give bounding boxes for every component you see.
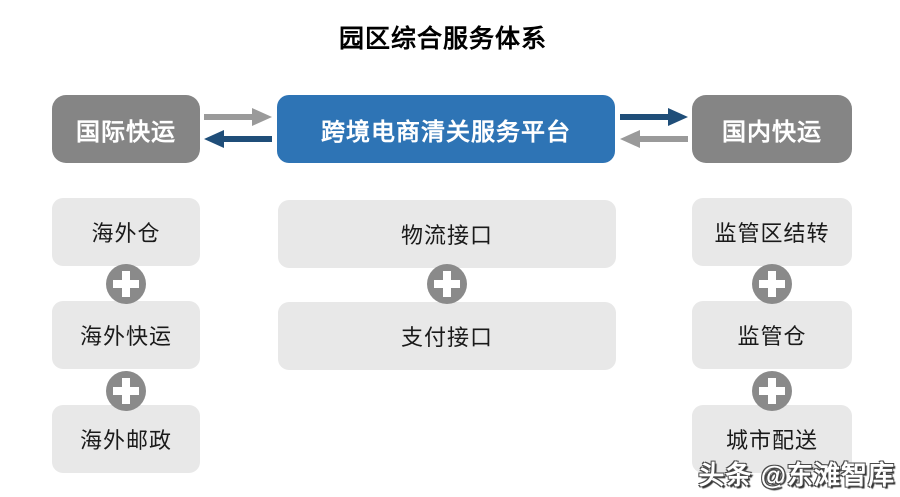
plus-icon [752,264,792,304]
header-international-express: 国际快运 [52,95,200,163]
arrow-right-icon [204,108,272,126]
arrow-left-icon [620,130,688,148]
plus-icon [106,371,146,411]
header-clearance-platform: 跨境电商清关服务平台 [277,95,615,163]
plus-icon [752,371,792,411]
arrow-left-icon [204,130,272,148]
bidirectional-arrows-right [620,108,688,148]
item-overseas-warehouse: 海外仓 [52,198,200,266]
arrow-right-icon [620,108,688,126]
bidirectional-arrows-left [204,108,272,148]
item-logistics-interface: 物流接口 [278,200,616,268]
item-overseas-express: 海外快运 [52,301,200,369]
item-supervision-zone-transfer: 监管区结转 [692,198,852,266]
header-domestic-express: 国内快运 [692,95,852,163]
item-supervision-warehouse: 监管仓 [692,301,852,369]
watermark: 头条 @东滩智库 [698,460,895,490]
diagram-title: 园区综合服务体系 [338,25,547,53]
item-city-delivery: 城市配送 [692,405,852,473]
item-payment-interface: 支付接口 [278,302,616,370]
item-overseas-postal: 海外邮政 [52,405,200,473]
plus-icon [427,264,467,304]
plus-icon [106,264,146,304]
